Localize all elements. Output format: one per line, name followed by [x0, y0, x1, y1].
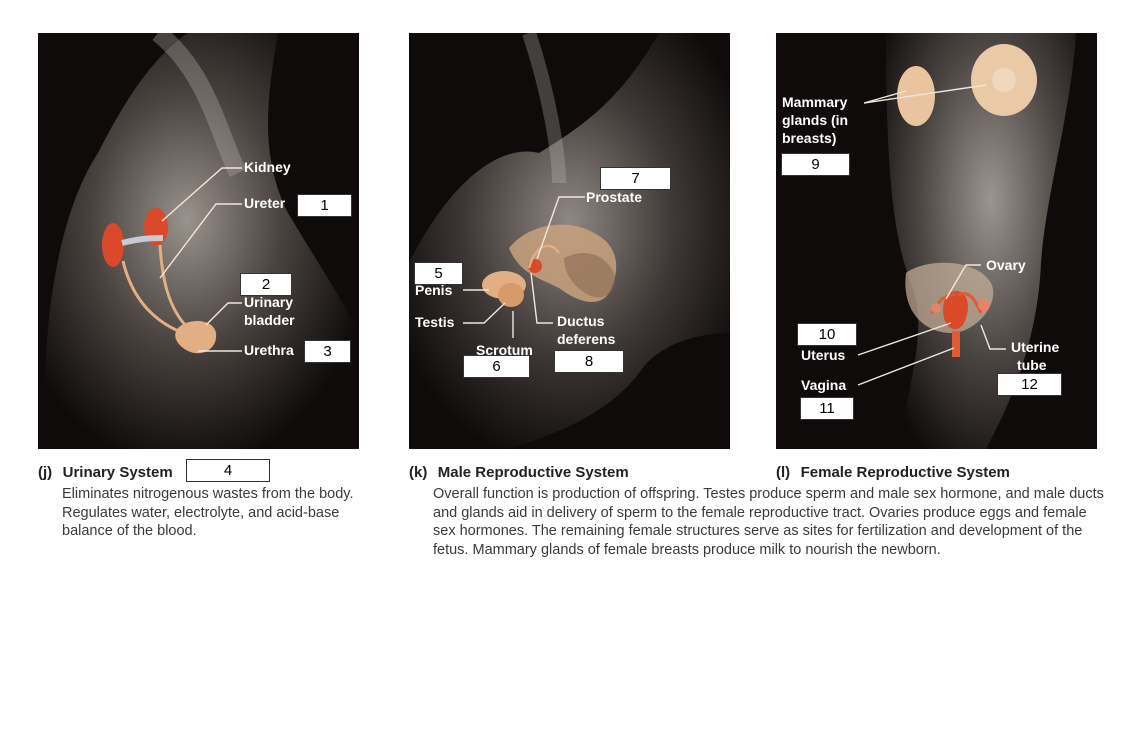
- answer-box-12[interactable]: 12: [997, 373, 1062, 396]
- urinary-illustration: [45, 33, 359, 449]
- caption-urinary: (j) Urinary System: [38, 464, 173, 482]
- answer-box-8[interactable]: 8: [554, 350, 624, 373]
- answer-box-7[interactable]: 7: [600, 167, 671, 190]
- label-ovary: Ovary: [986, 257, 1026, 273]
- caption-male-description: Overall function is production of offspr…: [433, 486, 1104, 558]
- label-mammary-glands-3: breasts): [782, 130, 837, 146]
- caption-urinary-description: Eliminates nitrogenous wastes from the b…: [62, 486, 354, 539]
- answer-box-2[interactable]: 2: [240, 273, 292, 296]
- label-prostate: Prostate: [586, 189, 643, 205]
- answer-box-3[interactable]: 3: [304, 340, 351, 363]
- label-vagina: Vagina: [801, 377, 847, 393]
- caption-title: Urinary System: [62, 464, 173, 481]
- label-ductus-deferens-2: deferens: [557, 331, 616, 347]
- answer-box-9[interactable]: 9: [781, 153, 850, 176]
- answer-box-5[interactable]: 5: [414, 262, 463, 285]
- answer-box-10[interactable]: 10: [797, 323, 857, 346]
- caption-female: (l) Female Reproductive System: [776, 464, 1010, 482]
- testis: [498, 283, 524, 307]
- caption-letter: (k): [409, 464, 428, 481]
- label-urethra: Urethra: [244, 342, 294, 358]
- label-uterus: Uterus: [801, 347, 846, 363]
- male-panel-image: [409, 33, 730, 449]
- urinary-bladder: [175, 321, 217, 354]
- label-mammary-glands-2: glands (in: [782, 112, 849, 128]
- label-urinary-bladder-1: Urinary: [244, 294, 294, 310]
- label-scrotum: Scrotum: [476, 342, 533, 358]
- ovary: [978, 299, 990, 311]
- left-kidney: [102, 223, 124, 267]
- right-ureter: [158, 244, 190, 330]
- caption-male: (k) Male Reproductive System: [409, 464, 629, 482]
- label-testis: Testis: [415, 314, 455, 330]
- answer-box-4[interactable]: 4: [186, 459, 270, 482]
- label-urinary-bladder-2: bladder: [244, 312, 295, 328]
- answer-box-6[interactable]: 6: [463, 355, 530, 378]
- left-uterine-tube: [929, 293, 957, 315]
- label-ureter: Ureter: [244, 195, 286, 211]
- right-uterine-tube: [957, 292, 983, 314]
- vagina: [952, 331, 960, 357]
- label-penis: Penis: [415, 282, 453, 298]
- label-mammary-glands-1: Mammary: [782, 94, 848, 110]
- male-illustration: [409, 33, 730, 449]
- caption-letter: (j): [38, 464, 53, 481]
- uterus: [943, 291, 968, 330]
- label-kidney: Kidney: [244, 159, 291, 175]
- label-uterine-tube-2: tube: [1017, 357, 1047, 373]
- left-ureter: [121, 260, 184, 335]
- answer-box-11[interactable]: 11: [800, 397, 854, 420]
- answer-box-1[interactable]: 1: [297, 194, 352, 217]
- female-illustration: [857, 33, 1076, 449]
- urinary-panel-image: [38, 33, 359, 449]
- label-ductus-deferens-1: Ductus: [557, 313, 605, 329]
- body-silhouette: [886, 33, 1076, 449]
- body-silhouette: [45, 33, 359, 449]
- caption-title: Female Reproductive System: [800, 464, 1010, 481]
- label-uterine-tube-1: Uterine: [1011, 339, 1060, 355]
- caption-title: Male Reproductive System: [437, 464, 629, 481]
- caption-letter: (l): [776, 464, 791, 481]
